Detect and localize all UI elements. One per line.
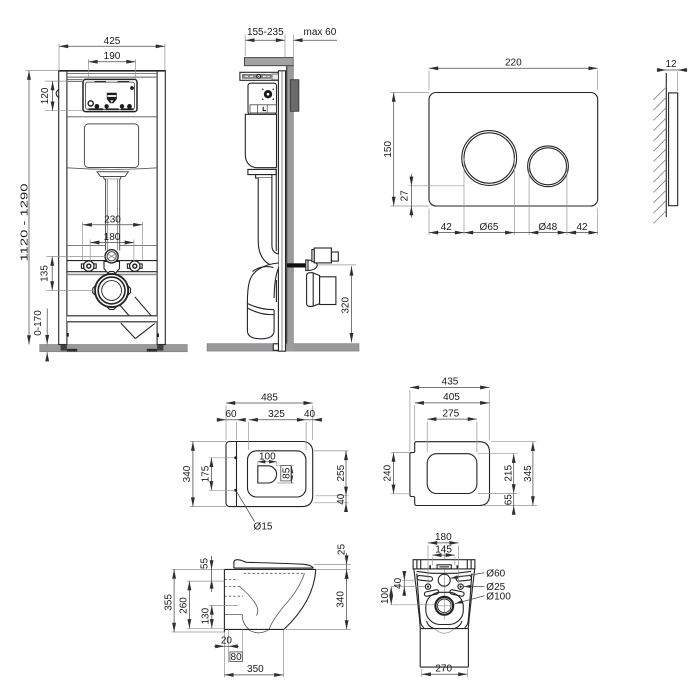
svg-text:275: 275 bbox=[442, 408, 459, 419]
svg-text:175: 175 bbox=[201, 465, 212, 482]
svg-text:max 60: max 60 bbox=[304, 27, 337, 38]
svg-text:405: 405 bbox=[443, 392, 460, 403]
svg-text:42: 42 bbox=[441, 222, 453, 233]
svg-text:260: 260 bbox=[179, 597, 190, 614]
svg-text:325: 325 bbox=[268, 409, 285, 420]
svg-text:150: 150 bbox=[383, 141, 394, 158]
svg-text:130: 130 bbox=[200, 607, 211, 624]
svg-text:180: 180 bbox=[435, 532, 452, 543]
svg-text:80: 80 bbox=[231, 652, 243, 663]
svg-text:42: 42 bbox=[576, 222, 588, 233]
svg-text:270: 270 bbox=[435, 664, 452, 675]
svg-text:Ø48: Ø48 bbox=[538, 222, 557, 233]
svg-text:340: 340 bbox=[182, 465, 193, 482]
svg-text:320: 320 bbox=[341, 297, 352, 314]
svg-text:155-235: 155-235 bbox=[247, 27, 284, 38]
svg-text:145: 145 bbox=[435, 544, 452, 555]
svg-text:100: 100 bbox=[380, 587, 391, 604]
svg-text:Ø100: Ø100 bbox=[486, 592, 511, 603]
svg-text:215: 215 bbox=[504, 465, 515, 482]
svg-text:Ø60: Ø60 bbox=[486, 568, 505, 579]
svg-text:435: 435 bbox=[442, 377, 459, 388]
svg-text:Ø25: Ø25 bbox=[486, 582, 505, 593]
svg-text:425: 425 bbox=[104, 36, 121, 47]
svg-text:230: 230 bbox=[104, 214, 121, 225]
svg-text:135: 135 bbox=[39, 265, 50, 282]
svg-text:100: 100 bbox=[259, 451, 276, 462]
svg-text:65: 65 bbox=[504, 494, 515, 506]
svg-text:40: 40 bbox=[336, 493, 347, 505]
svg-text:190: 190 bbox=[104, 51, 121, 62]
svg-text:485: 485 bbox=[261, 392, 278, 403]
svg-text:355: 355 bbox=[164, 594, 175, 611]
svg-text:180: 180 bbox=[104, 232, 121, 243]
svg-text:12: 12 bbox=[665, 59, 677, 70]
svg-text:240: 240 bbox=[383, 464, 394, 481]
svg-text:120: 120 bbox=[40, 87, 51, 104]
svg-text:0-170: 0-170 bbox=[33, 310, 44, 336]
svg-text:27: 27 bbox=[400, 190, 411, 202]
svg-text:345: 345 bbox=[523, 465, 534, 482]
svg-text:55: 55 bbox=[199, 558, 210, 570]
svg-text:255: 255 bbox=[336, 464, 347, 481]
svg-text:Ø65: Ø65 bbox=[480, 222, 499, 233]
svg-text:85: 85 bbox=[281, 467, 292, 479]
svg-text:20: 20 bbox=[221, 635, 233, 646]
svg-text:1120 - 1290: 1120 - 1290 bbox=[20, 183, 31, 262]
svg-text:340: 340 bbox=[336, 591, 347, 608]
svg-text:40: 40 bbox=[393, 577, 404, 589]
svg-text:220: 220 bbox=[505, 58, 522, 69]
svg-text:350: 350 bbox=[247, 664, 264, 675]
svg-text:40: 40 bbox=[304, 409, 316, 420]
svg-text:60: 60 bbox=[225, 409, 237, 420]
svg-text:Ø15: Ø15 bbox=[254, 522, 273, 533]
svg-text:25: 25 bbox=[337, 544, 348, 556]
